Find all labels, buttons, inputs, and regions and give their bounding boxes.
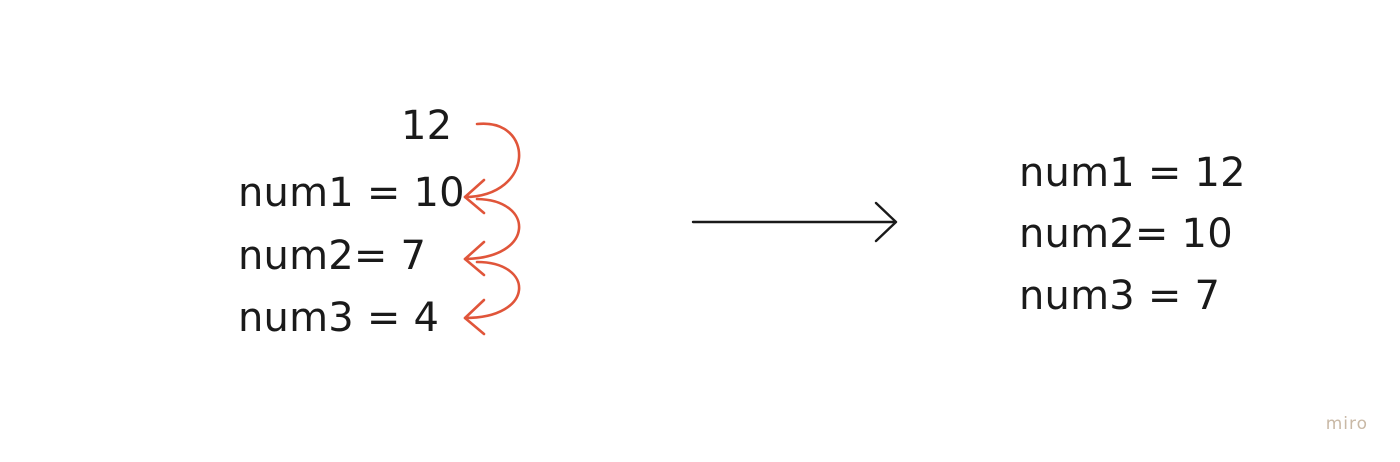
curved-arrow-icon xyxy=(463,260,521,320)
after-line-num2: num2= 10 xyxy=(1019,211,1233,257)
before-line-num1: num1 = 10 xyxy=(238,170,465,216)
incoming-value: 12 xyxy=(401,103,453,149)
right-arrow-icon xyxy=(874,201,898,243)
curved-arrow-icon xyxy=(463,178,486,215)
curved-arrow-icon xyxy=(463,197,521,261)
curved-arrow-icon xyxy=(463,240,486,277)
after-line-num1: num1 = 12 xyxy=(1019,150,1246,196)
curved-arrow-icon xyxy=(463,122,521,199)
before-line-num2: num2= 7 xyxy=(238,233,427,279)
miro-watermark: miro xyxy=(1325,414,1368,434)
before-line-num3: num3 = 4 xyxy=(238,295,440,341)
after-line-num3: num3 = 7 xyxy=(1019,273,1221,319)
curved-arrow-icon xyxy=(463,298,486,336)
